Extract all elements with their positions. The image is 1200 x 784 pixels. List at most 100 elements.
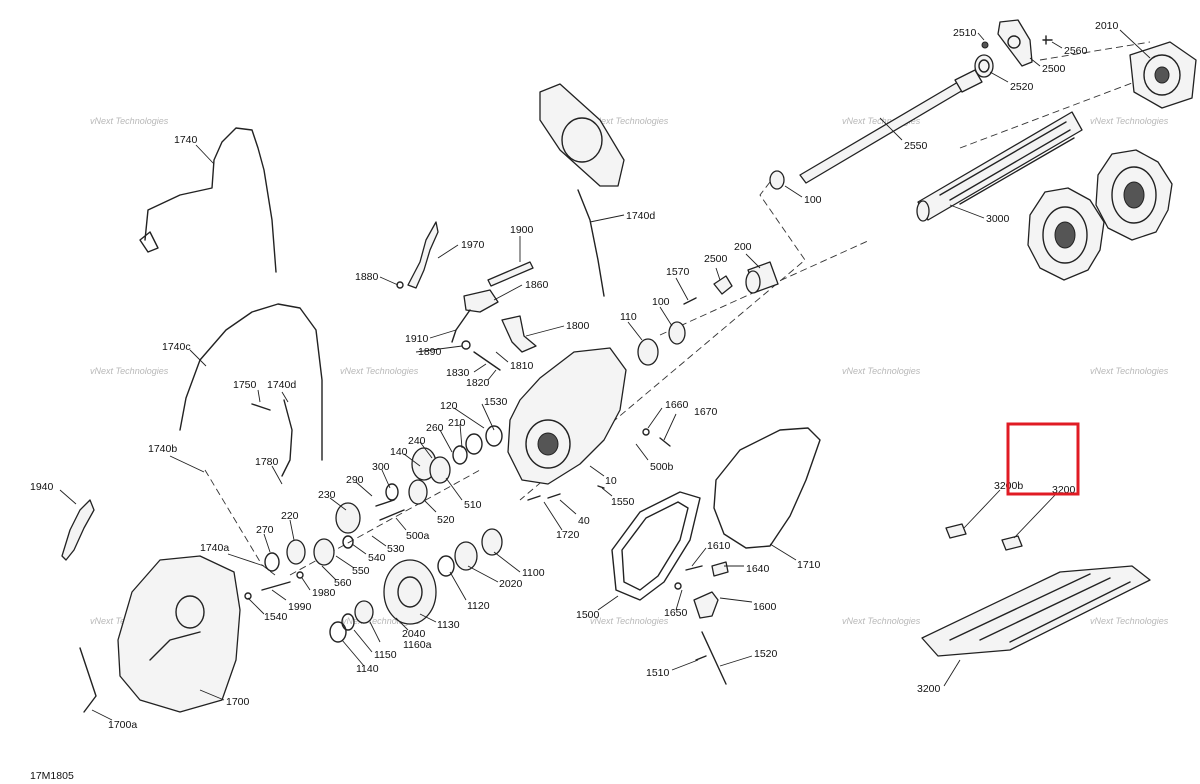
gear-part <box>408 479 428 505</box>
part-label: 210 <box>448 417 466 429</box>
part-label: 2010 <box>1095 20 1119 32</box>
part-label: 3000 <box>986 213 1010 225</box>
part-label: 290 <box>346 474 364 486</box>
part-label: 1640 <box>746 563 770 575</box>
bearing-part <box>637 338 659 366</box>
part-label: 1530 <box>484 396 508 408</box>
axis-line <box>1039 41 1151 61</box>
sleeve-end <box>745 270 761 294</box>
axis-line <box>204 469 276 576</box>
part-label: 500a <box>406 530 430 542</box>
gear-part <box>335 502 361 534</box>
part-label: 1740d <box>267 379 296 391</box>
pin-part <box>695 655 707 661</box>
part-label: 1500 <box>576 609 600 621</box>
cable-part <box>281 399 293 477</box>
ring-part <box>342 535 354 549</box>
part-labels: 2510 2560 2500 2520 2010 2550 100 3000 1… <box>30 20 1119 731</box>
ring-part <box>465 433 483 455</box>
gear-part <box>429 456 451 484</box>
watermark: vNext Technologies <box>1090 366 1169 376</box>
part-label: 1740d <box>626 210 655 222</box>
part-label: 1550 <box>611 496 635 508</box>
sprocket-right <box>1095 149 1173 241</box>
clip-part <box>1001 535 1023 551</box>
part-label: 140 <box>390 446 408 458</box>
part-label: 220 <box>281 510 299 522</box>
part-label: 1820 <box>466 377 490 389</box>
pin-part <box>527 493 561 501</box>
part-label: 2510 <box>953 27 977 39</box>
part-label: 1740a <box>200 542 229 554</box>
part-label: 1160a <box>403 639 432 651</box>
washer-part <box>461 340 471 350</box>
part-label: 1540 <box>264 611 288 623</box>
watermark: vNext Technologies <box>1090 616 1169 626</box>
hub-center <box>1154 66 1170 84</box>
screw-part <box>685 565 703 571</box>
bearing-part <box>769 170 785 190</box>
housing-bore-center <box>537 432 559 456</box>
lever-part <box>693 591 719 619</box>
part-label: 540 <box>368 552 386 564</box>
part-label: 1100 <box>522 567 545 579</box>
bearing-part <box>481 528 503 556</box>
part-label: 1600 <box>753 601 777 613</box>
skid-plate-part <box>921 565 1151 657</box>
part-label: 200 <box>734 241 752 253</box>
part-label: 10 <box>605 475 617 487</box>
part-label: 2550 <box>904 140 928 152</box>
rod-part <box>473 351 501 371</box>
bearing-part <box>974 54 994 78</box>
watermark: vNext Technologies <box>1090 116 1169 126</box>
cover-part <box>117 555 241 713</box>
part-label: 300 <box>372 461 390 473</box>
part-label: 100 <box>652 296 670 308</box>
part-label: 1810 <box>510 360 534 372</box>
housing-bore <box>525 419 571 469</box>
rod-part <box>701 631 727 685</box>
seal-part <box>668 321 686 345</box>
gasket-part <box>713 427 821 549</box>
watermark: vNext Technologies <box>842 116 921 126</box>
shaft-part <box>261 581 291 591</box>
part-label: 230 <box>318 489 336 501</box>
part-label: 1750 <box>233 379 257 391</box>
pin-part <box>244 592 252 600</box>
part-label: 550 <box>352 565 370 577</box>
part-label: 110 <box>620 311 637 323</box>
part-label: 1900 <box>510 224 534 236</box>
bracket-part <box>713 275 733 295</box>
part-label: 1970 <box>461 239 485 251</box>
nut-part <box>642 428 650 436</box>
part-label: 500b <box>650 461 674 473</box>
shaft-spline <box>954 69 983 93</box>
ring-part <box>452 445 468 465</box>
belt-inner <box>621 501 689 591</box>
part-label: 1700a <box>108 719 137 731</box>
bearing-part <box>286 539 306 565</box>
watermark: vNext Technologies <box>90 366 169 376</box>
cable-part <box>577 189 605 297</box>
part-label: 520 <box>437 514 455 526</box>
lever-part <box>407 221 439 289</box>
pin-part <box>683 297 697 305</box>
lever-part <box>61 499 95 561</box>
part-label: 240 <box>408 435 426 447</box>
bearing-part <box>354 600 374 624</box>
sprocket-left <box>1027 187 1105 281</box>
part-label: 260 <box>426 422 444 434</box>
part-label: 560 <box>334 577 352 589</box>
cover-bore <box>175 595 205 629</box>
part-label: 1610 <box>707 540 731 552</box>
part-label: 100 <box>804 194 822 206</box>
nut-part <box>981 41 989 49</box>
part-label: 1670 <box>694 406 718 418</box>
axle-spline <box>939 121 1075 205</box>
shaft-part <box>375 499 395 507</box>
part-label: 1880 <box>355 271 379 283</box>
part-label: 1980 <box>312 587 336 599</box>
gasket-hole <box>561 117 603 163</box>
pin-part <box>251 403 271 411</box>
